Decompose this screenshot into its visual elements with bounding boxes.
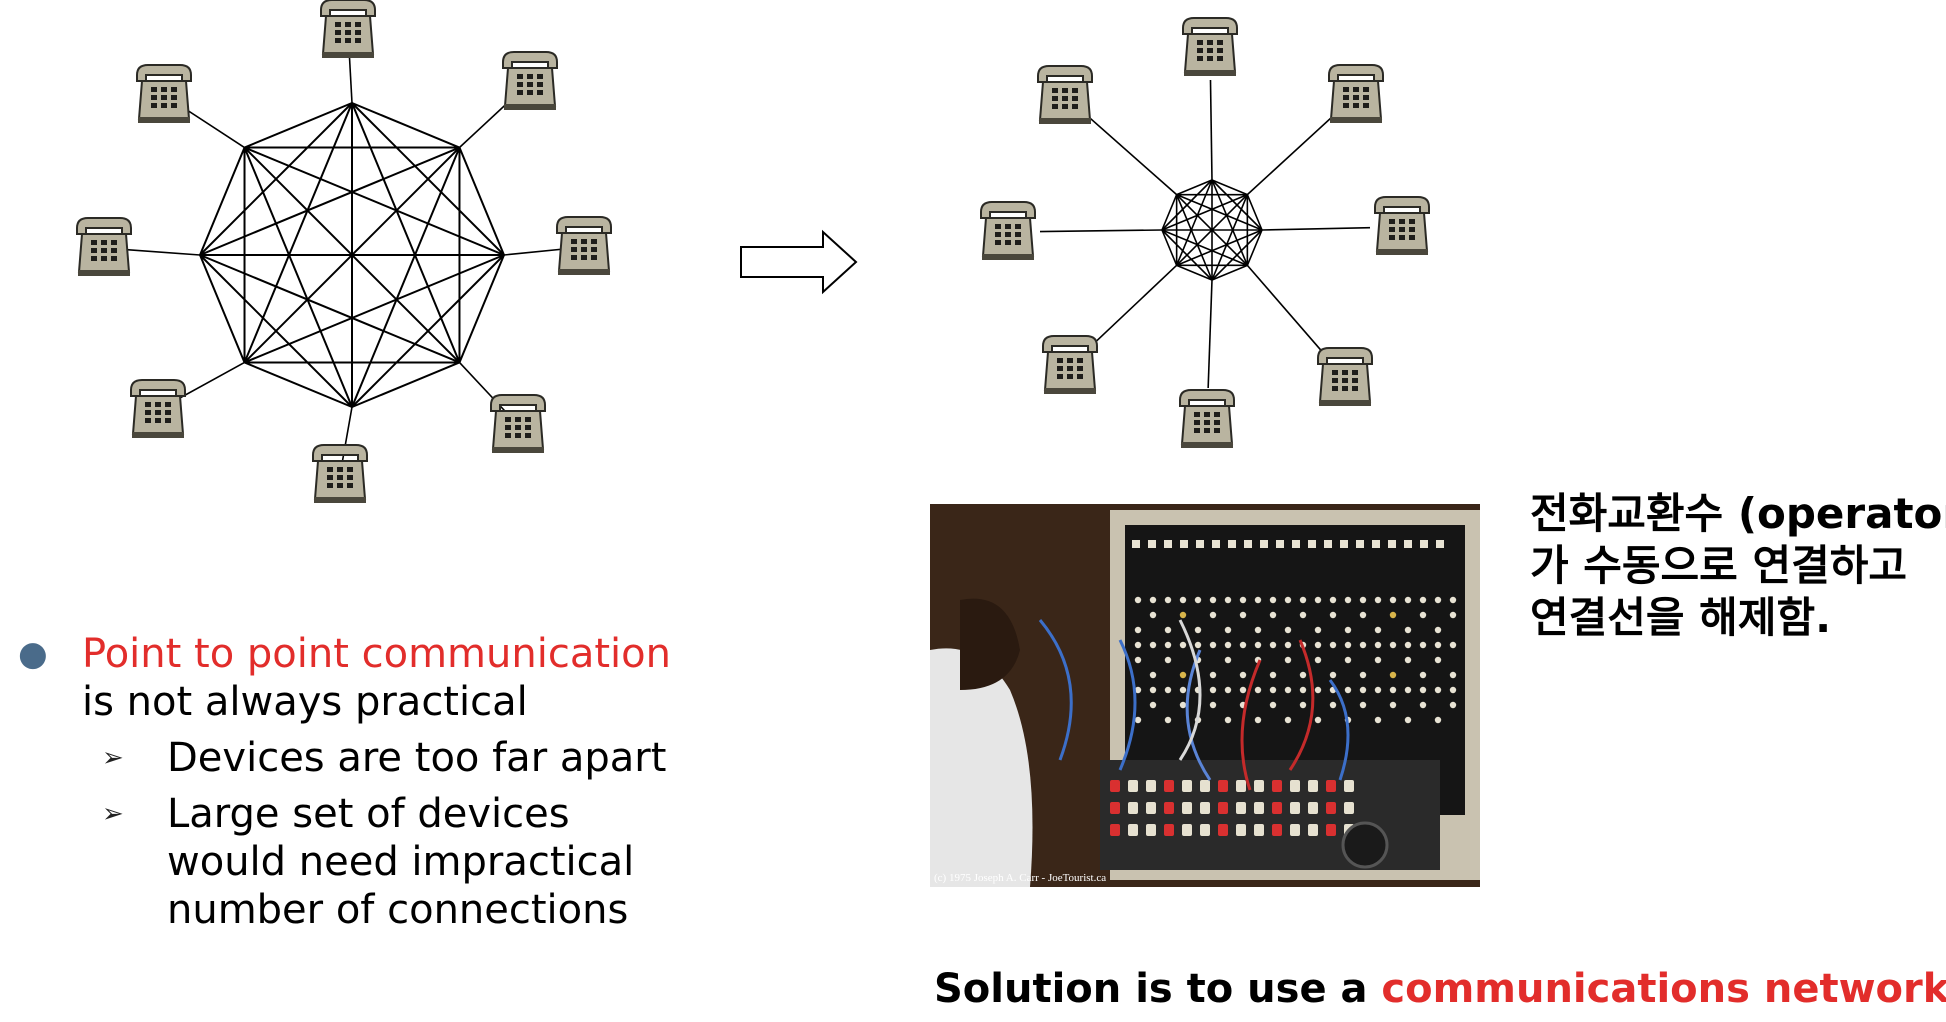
- telephone-icon: [1037, 65, 1093, 125]
- trunk-line: [1092, 264, 1178, 345]
- mesh-link: [199, 147, 246, 256]
- solution-prefix: Solution is to use a: [934, 966, 1382, 1012]
- bullet-list: ● Point to point communication is not al…: [12, 630, 671, 934]
- mesh-link: [199, 146, 460, 256]
- trunk-line: [1039, 229, 1163, 233]
- photo-credit: (c) 1975 Joseph A. Carr - JoeTourist.ca: [934, 872, 1106, 884]
- mesh-link: [244, 102, 353, 149]
- bullet-main-highlight: Point to point communication: [82, 631, 671, 677]
- arrowhead-bullet-icon: ➢: [102, 743, 124, 773]
- telephone-icon: [1042, 335, 1098, 395]
- sub-bullet-2-line: Large set of devices: [167, 791, 570, 837]
- bullet-dot-icon: ●: [18, 634, 48, 674]
- sub-bullet-2-line: would need impractical: [167, 839, 635, 885]
- switch-link: [1175, 194, 1213, 281]
- operator-note-line: 전화교환수 (operator): [1530, 489, 1946, 538]
- switched-network-diagram: [1039, 79, 1371, 389]
- trunk-line: [1246, 116, 1333, 196]
- telephone-icon: [502, 51, 558, 111]
- trunk-line: [1246, 264, 1325, 355]
- operator-note-line: 연결선을 해제함.: [1530, 593, 1832, 642]
- arrowhead-bullet-icon: ➢: [102, 799, 124, 829]
- switchboard-operator-photo: (c) 1975 Joseph A. Carr - JoeTourist.ca: [930, 504, 1480, 887]
- telephone-icon: [136, 64, 192, 124]
- sub-bullet-1: ➢ Devices are too far apart: [12, 734, 671, 782]
- switch-link: [1211, 179, 1248, 196]
- mesh-link: [243, 147, 353, 408]
- switch-link: [1176, 179, 1213, 196]
- switch-link: [1246, 229, 1263, 266]
- telephone-icon: [320, 0, 376, 59]
- mesh-link: [243, 146, 461, 364]
- switch-link: [1246, 194, 1263, 231]
- telephone-icon: [1182, 17, 1238, 77]
- full-mesh-diagram: [199, 102, 505, 408]
- mesh-link: [351, 102, 460, 149]
- switch-link: [1161, 194, 1178, 231]
- telephone-icon: [1328, 64, 1384, 124]
- telephone-icon: [130, 379, 186, 439]
- switch-link: [1211, 264, 1248, 281]
- telephone-icon: [312, 444, 368, 504]
- sub-bullet-2: ➢ Large set of devices would need imprac…: [12, 790, 671, 934]
- operator-note-line: 가 수동으로 연결하고: [1530, 541, 1908, 590]
- trunk-line: [1207, 279, 1213, 389]
- telephone-icon: [1179, 389, 1235, 449]
- telephone-icon: [1317, 347, 1373, 407]
- transition-arrow: [740, 229, 858, 295]
- mesh-link: [458, 147, 505, 256]
- mesh-link: [244, 361, 353, 408]
- mesh-link: [243, 102, 353, 363]
- telephone-icon: [556, 216, 612, 276]
- solution-caption: Solution is to use a communications netw…: [934, 966, 1946, 1012]
- mesh-link: [458, 254, 505, 363]
- mesh-link: [199, 254, 246, 363]
- switch-link: [1176, 264, 1213, 281]
- bullet-main-rest: is not always practical: [82, 679, 528, 725]
- mesh-link: [351, 147, 461, 408]
- trunk-line: [1261, 226, 1371, 231]
- sub-bullet-1-line: Devices are too far apart: [167, 735, 667, 781]
- mesh-link: [244, 254, 505, 364]
- telephone-icon: [1374, 196, 1430, 256]
- mesh-link: [199, 254, 353, 408]
- telephone-icon: [490, 394, 546, 454]
- mesh-link: [244, 146, 505, 256]
- switch-link: [1161, 229, 1178, 266]
- bullet-main: ● Point to point communication is not al…: [12, 630, 671, 726]
- operator-note: 전화교환수 (operator) 가 수동으로 연결하고 연결선을 해제함.: [1530, 488, 1946, 644]
- mesh-link: [199, 254, 460, 364]
- telephone-icon: [980, 201, 1036, 261]
- trunk-line: [1088, 116, 1178, 196]
- mesh-link: [351, 102, 461, 363]
- mesh-link: [351, 361, 460, 408]
- trunk-line: [1209, 79, 1213, 181]
- switch-link: [1176, 194, 1248, 266]
- sub-bullet-2-line: number of connections: [167, 887, 629, 933]
- switch-link: [1176, 193, 1263, 231]
- switch-link: [1161, 229, 1213, 281]
- network-phones: [980, 17, 1430, 449]
- telephone-icon: [76, 217, 132, 277]
- solution-highlight: communications network: [1381, 966, 1946, 1012]
